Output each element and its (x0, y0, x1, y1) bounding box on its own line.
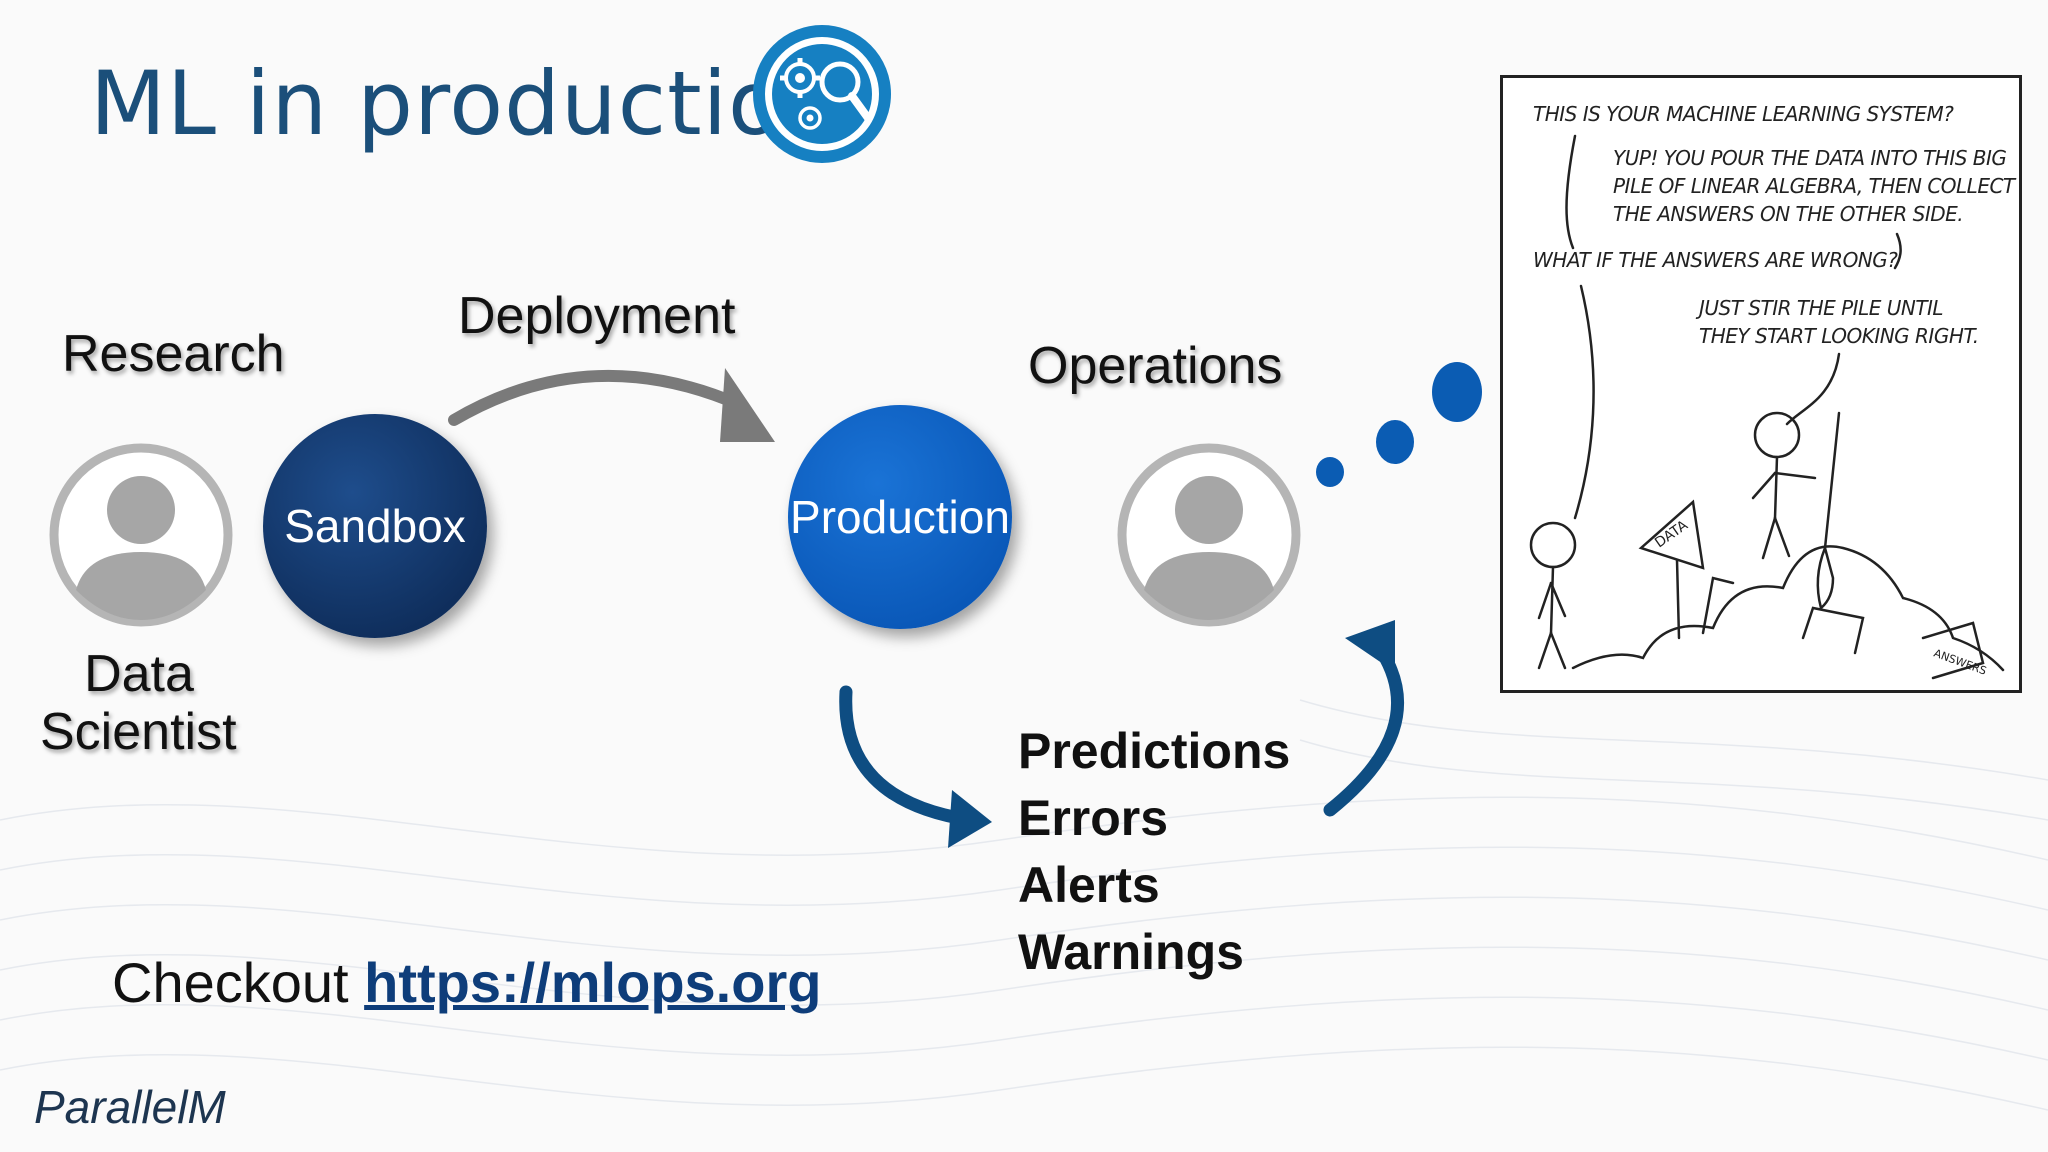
list-item-alerts: Alerts (1018, 857, 1160, 913)
production-circle: Production (788, 405, 1012, 629)
comic-text-1: THIS IS YOUR MACHINE LEARNING SYSTEM? (1533, 102, 1954, 126)
xkcd-comic: THIS IS YOUR MACHINE LEARNING SYSTEM? YU… (1500, 75, 2022, 693)
comic-text-4: THE ANSWERS ON THE OTHER SIDE. (1613, 202, 1964, 226)
comic-text-2: YUP! YOU POUR THE DATA INTO THIS BIG (1613, 146, 2007, 170)
sandbox-circle: Sandbox (263, 414, 487, 638)
data-scientist-label-line2: Scientist (40, 703, 237, 761)
deployment-arrow-icon (448, 368, 775, 442)
page-title: ML in production (90, 52, 840, 155)
operations-list: Predictions Errors Alerts Warnings (1018, 718, 1290, 986)
operations-user-avatar-icon (1117, 443, 1301, 627)
checkout-prefix: Checkout (112, 951, 349, 1014)
thought-bubble-dots (1316, 362, 1482, 487)
operations-label: Operations (1028, 337, 1283, 395)
mlops-link[interactable]: https://mlops.org (364, 951, 822, 1014)
deployment-label: Deployment (458, 287, 736, 345)
sandbox-label: Sandbox (284, 500, 466, 552)
comic-text-6: JUST STIR THE PILE UNTIL (1699, 296, 1944, 320)
list-item-predictions: Predictions (1018, 723, 1291, 779)
list-item-errors: Errors (1018, 790, 1169, 846)
comic-drawing: DATA ANSWERS (1529, 134, 2005, 680)
list-item-warnings: Warnings (1018, 924, 1244, 980)
predictions-arrow-icon (839, 685, 992, 848)
data-scientist-label-line1: Data (84, 645, 194, 703)
user-avatar-icon (49, 443, 233, 627)
checkout-line: Checkout https://mlops.org (112, 950, 821, 1015)
comic-text-5: WHAT IF THE ANSWERS ARE WRONG? (1533, 248, 1898, 272)
production-label: Production (790, 491, 1010, 543)
gears-magnifier-icon (753, 25, 891, 163)
feedback-arrow-icon (1323, 620, 1405, 817)
brand-logo: ParallelM (34, 1081, 226, 1133)
comic-text-7: THEY START LOOKING RIGHT. (1699, 324, 1979, 348)
research-label: Research (62, 325, 285, 383)
comic-text-3: PILE OF LINEAR ALGEBRA, THEN COLLECT (1613, 174, 2015, 198)
